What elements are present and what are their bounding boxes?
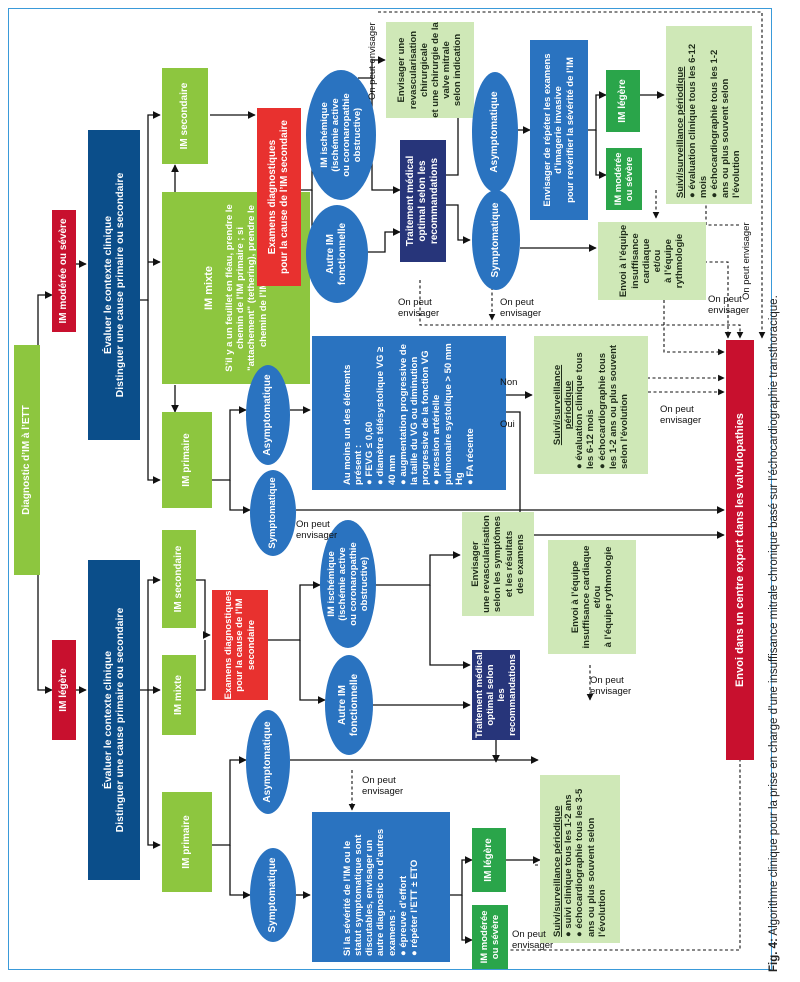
- label-on-peut-8: On peut: [590, 675, 624, 686]
- label-non: Non: [500, 377, 518, 388]
- label-on-peut-envisager-5: On peut envisager: [741, 222, 752, 300]
- examens-diagnostiques-bottom: Examens diagnostiques pour la cause de l…: [212, 590, 268, 700]
- im-primaire-bottom: IM primaire: [162, 792, 212, 892]
- symptomatique-bottom: Symptomatique: [250, 848, 296, 942]
- im-ischemique-top: IM ischémique (ischémie active ou corona…: [306, 70, 376, 200]
- label-envisager-7: envisager: [296, 530, 338, 541]
- label-envisager-6: envisager: [660, 415, 702, 426]
- label-envisager-8: envisager: [590, 686, 632, 697]
- label-on-peut-10: On peut: [512, 929, 546, 940]
- asymptomatique-mid: Asymptomatique: [246, 365, 290, 465]
- label-on-peut-7: On peut: [296, 519, 330, 530]
- label-on-peut-2: On peut: [398, 297, 432, 308]
- im-legere-box: IM légère: [52, 640, 76, 740]
- suivi-surveillance-bottom: Suivi/surveillance périodique ● suivi cl…: [540, 775, 620, 943]
- asymptomatique-top: Asymptomatique: [472, 72, 518, 192]
- suivi-surveillance-top: Suivi/surveillance périodique ● évaluati…: [666, 26, 752, 204]
- asymptomatique-bottom: Asymptomatique: [246, 710, 290, 814]
- im-moderee-severe-box: IM modérée ou sévère: [52, 210, 76, 332]
- im-ischemique-bottom: IM ischémique (ischémie active ou corona…: [320, 520, 376, 648]
- figure-caption: Fig. 4: Algorithme clinique pour la pris…: [768, 295, 780, 972]
- solid-connectors: [37, 56, 725, 944]
- label-on-peut-3: On peut: [500, 297, 534, 308]
- revascularisation-top: Envisager une revascularisation chirurgi…: [386, 22, 474, 118]
- revascularisation-bottom: Envisager une revascularisation selon le…: [462, 512, 534, 616]
- im-moderee-top: IM modérée ou sévère: [606, 148, 642, 210]
- im-primaire-top: IM primaire: [162, 412, 212, 508]
- traitement-medical-bottom: Traitement médical optimal selon les rec…: [472, 650, 520, 740]
- examens-diagnostiques-top: Examens diagnostiques pour la cause de l…: [257, 108, 301, 286]
- autre-im-fonctionnelle-top: Autre IM fonctionnelle: [306, 205, 368, 303]
- evaluer-contexte-bottom: Évaluer le contexte clinique Distinguer …: [88, 560, 140, 880]
- evaluer-contexte-top: Évaluer le contexte clinique Distinguer …: [88, 130, 140, 440]
- suivi-surveillance-mid: Suivi/surveillance périodique ● évaluati…: [534, 336, 648, 474]
- label-envisager-2: envisager: [398, 308, 440, 319]
- label-envisager-9: envisager: [362, 786, 404, 797]
- traitement-medical-top: Traitement médical optimal selon les rec…: [400, 140, 446, 262]
- label-envisager-10: envisager: [512, 940, 554, 951]
- symptomatique-top: Symptomatique: [472, 190, 520, 290]
- im-moderee-bottom: IM modérée ou sévère: [472, 905, 508, 969]
- criteres-box: Au moins un des éléments présent : ● FEV…: [312, 336, 506, 490]
- label-envisager-4: envisager: [708, 305, 750, 316]
- label-on-peut-6: On peut: [660, 404, 694, 415]
- label-envisager-3: envisager: [500, 308, 542, 319]
- diagram-frame: [8, 8, 772, 970]
- im-mixte-bottom: IM mixte: [162, 655, 196, 735]
- label-oui: Oui: [500, 419, 515, 430]
- envoi-equipe-top: Envoi à l’équipe insuffisance cardiaque …: [598, 222, 706, 300]
- label-on-peut-9: On peut: [362, 775, 396, 786]
- im-legere-top: IM légère: [606, 70, 640, 132]
- repeter-examens: Envisager de répéter les examens d’image…: [530, 40, 588, 220]
- autre-im-fonctionnelle-bottom: Autre IM fonctionnelle: [325, 655, 373, 755]
- label-on-peut-4: On peut: [708, 294, 742, 305]
- symptomatique-mid: Symptomatique: [250, 470, 296, 556]
- im-legere-bottom: IM légère: [472, 828, 506, 892]
- severite-box: Si la sévérité de l’IM ou le statut symp…: [312, 812, 450, 962]
- label-on-peut-envisager-1: On peut envisager: [367, 22, 378, 100]
- envoi-centre-expert: Envoi dans un centre expert dans les val…: [726, 340, 754, 760]
- im-secondaire-bottom: IM secondaire: [162, 530, 196, 628]
- envoi-equipe-bottom: Envoi à l’équipe insuffisance cardiaque …: [548, 540, 636, 654]
- im-secondaire-top: IM secondaire: [162, 68, 208, 164]
- diagnostic-box: Diagnostic d’IM à l’ETT: [14, 345, 40, 575]
